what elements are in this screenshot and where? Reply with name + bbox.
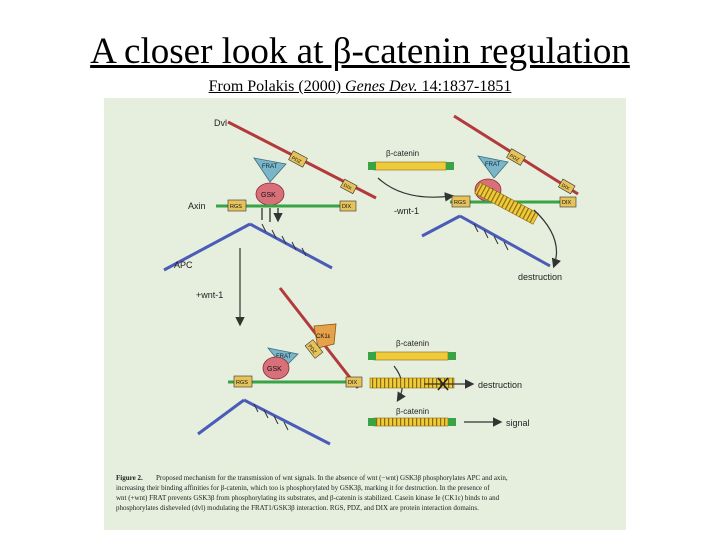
gsk-label-bottom: GSK	[267, 366, 282, 373]
frat-label-bottom: FRAT	[276, 354, 292, 360]
beta-catenin-striped	[369, 377, 455, 389]
plus-wnt-label: +wnt-1	[196, 290, 223, 300]
apc-line-right-b	[459, 214, 551, 268]
apc-line-right-a	[421, 214, 461, 238]
plus-wnt-transition: +wnt-1	[196, 248, 245, 327]
beta-catenin-label-low: β-catenin	[396, 407, 429, 416]
dix-box-dvl-right	[558, 178, 576, 195]
frat-shape	[253, 157, 287, 183]
pdz-label-right: PDZ	[508, 153, 520, 163]
destruction-label-top: destruction	[518, 272, 562, 282]
pdz-label: PDZ	[290, 155, 302, 165]
dix-box-bottom	[345, 376, 363, 388]
destruction-label-bottom: destruction	[478, 380, 522, 390]
citation-suffix: 14:1837-1851	[417, 78, 512, 95]
caption-line-2: increasing their binding affinities for …	[116, 484, 490, 492]
pdz-box-bottom	[304, 339, 324, 359]
beta-catenin-mid-end-right	[448, 352, 456, 360]
phosphate-arrows	[261, 208, 278, 222]
minus-wnt-label: -wnt-1	[394, 206, 419, 216]
pdz-box-right	[506, 148, 526, 166]
rgs-box-right	[451, 195, 471, 208]
dix-label-bottom: DIX	[348, 380, 358, 386]
panel-plus-wnt: CK1ε PDZ FRAT GSK RGS DIX	[197, 287, 363, 446]
figure-caption: Figure 2. Proposed mechanism for the tra…	[116, 474, 508, 512]
ck1e-shape	[313, 323, 337, 349]
ck1e-label: CK1ε	[316, 334, 331, 340]
dix-box-axin	[339, 200, 357, 212]
figure-background	[104, 98, 626, 530]
citation-prefix: From Polakis (2000)	[208, 78, 346, 95]
frat-label: FRAT	[262, 164, 278, 170]
apc-line-right	[249, 222, 333, 270]
beta-catenin-low-end-right	[448, 418, 456, 426]
caption-lead: Figure 2.	[116, 474, 143, 482]
beta-catenin-low-end-left	[368, 418, 376, 426]
beta-catenin-end-left	[368, 162, 376, 170]
beta-catenin-bottom: β-catenin destruction β-catenin signal	[368, 339, 530, 428]
citation: From Polakis (2000) Genes Dev. 14:1837-1…	[0, 78, 720, 96]
rgs-box-bottom	[233, 375, 253, 388]
signal-label: signal	[506, 418, 530, 428]
apc-ticks-right	[473, 223, 509, 251]
rgs-label-right: RGS	[454, 200, 466, 206]
panel-minus-wnt-left: Dvl PDZ DIX FRAT GSK Axin RGS DIX APC	[163, 118, 377, 272]
apc-line	[163, 222, 251, 272]
beta-catenin-label-top: β-catenin	[386, 149, 419, 158]
rgs-label: RGS	[230, 204, 242, 210]
beta-catenin-bar-low	[373, 417, 449, 427]
frat-shape-right	[477, 155, 509, 179]
panel-minus-wnt-right: PDZ DIX FRAT GSK RGS DIX destruction	[421, 114, 579, 282]
minus-wnt-arrow	[377, 177, 455, 202]
dvl-label: Dvl	[214, 118, 227, 128]
apc-line-bottom-b	[243, 398, 331, 446]
citation-journal: Genes Dev.	[345, 78, 418, 95]
beta-catenin-bar-top	[373, 161, 447, 171]
apc-label: APC	[174, 260, 193, 270]
beta-catenin-end-right	[446, 162, 454, 170]
beta-catenin-bar-mid	[373, 351, 449, 361]
dix-label-dvl-right: DIX	[560, 183, 571, 193]
dix-label-axin: DIX	[342, 204, 352, 210]
destruction-arrow-top	[533, 209, 561, 269]
beta-catenin-top: β-catenin -wnt-1	[368, 149, 455, 216]
axin-label: Axin	[188, 201, 206, 211]
dix-box-dvl	[340, 178, 358, 195]
block-cross	[437, 377, 449, 391]
dix-label-dvl: DIX	[342, 183, 353, 193]
beta-catenin-bound	[474, 182, 540, 225]
gsk-label: GSK	[261, 192, 276, 199]
rgs-label-bottom: RGS	[236, 380, 248, 386]
slide-title: A closer look at β-catenin regulation	[90, 31, 630, 72]
caption-line-4: phosphorylates disheveled (dvl) modulati…	[116, 504, 479, 512]
caption-line-3: wnt (+wnt) FRAT prevents GSK3β from phos…	[116, 494, 500, 502]
rgs-box	[227, 199, 247, 212]
pdz-label-bottom: PDZ	[306, 344, 317, 356]
pdz-box	[288, 150, 308, 168]
dix-box-axin-right	[559, 196, 577, 208]
apc-ticks	[261, 223, 307, 257]
beta-catenin-figure: Dvl PDZ DIX FRAT GSK Axin RGS DIX APC β-…	[104, 98, 626, 530]
caption-line-1: Proposed mechanism for the transmission …	[156, 474, 508, 482]
gsk-shape-bottom	[262, 356, 290, 380]
apc-line-bottom-a	[197, 398, 245, 436]
frat-label-right: FRAT	[485, 162, 501, 168]
apc-ticks-bottom	[253, 403, 289, 431]
dix-label-axin-right: DIX	[562, 200, 572, 206]
beta-catenin-label-mid: β-catenin	[396, 339, 429, 348]
beta-catenin-mid-end-left	[368, 352, 376, 360]
